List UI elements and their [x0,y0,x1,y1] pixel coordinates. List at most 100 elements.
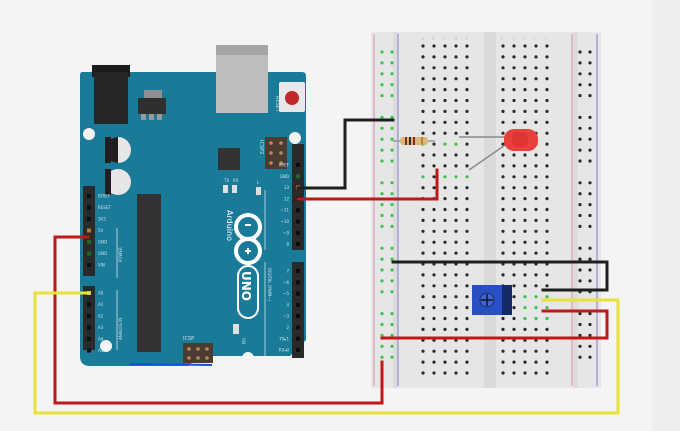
mounting-hole [83,128,95,140]
header-pin[interactable] [296,230,300,235]
header-pin[interactable] [296,174,300,179]
breadboard-hole [454,55,458,59]
breadboard-hole [443,142,447,146]
breadboard-hole [421,88,425,92]
wire-gnd-to-rail[interactable] [296,118,395,190]
wire-5v-to-rail[interactable] [53,235,384,405]
pin-label: ~3 [283,314,289,319]
breadboard-hole [421,164,425,168]
rail-hole [578,279,582,283]
rail-hole [380,61,384,65]
breadboard-hole [512,66,516,70]
pin-label: GND [98,240,107,245]
header-pin[interactable] [296,208,300,213]
breadboard-hole [512,295,516,299]
header-pin[interactable] [87,325,91,330]
pin-label: GND [98,251,107,256]
breadboard-hole [421,66,425,70]
breadboard-hole [465,306,469,310]
rail-hole [578,213,582,218]
rail-hole [380,72,384,76]
rail-hole [588,344,592,348]
arduino-brand-label: Arduino [225,210,234,241]
breadboard-hole [501,44,505,48]
rail-hole [390,126,394,130]
breadboard-hole [523,55,527,59]
header-pin[interactable] [87,217,91,221]
potentiometer[interactable] [472,285,512,315]
resistor[interactable] [393,137,435,145]
header-pin[interactable] [296,325,300,330]
header-pin[interactable] [296,280,300,285]
wire-gnd-rail-to-pot[interactable] [391,260,609,292]
rail-hole [588,137,592,141]
header-pin[interactable] [296,291,300,296]
breadboard-hole [465,197,469,201]
pin-label: 12 [284,196,290,201]
header-pin[interactable] [87,228,91,233]
breadboard-hole [454,109,458,113]
rail-hole [588,192,592,196]
breadboard-hole [443,77,447,81]
voltage-regulator [138,98,166,114]
breadboard-hole [421,327,425,331]
header-pin[interactable] [87,240,91,244]
breadboard-hole [465,316,469,321]
header-pin[interactable] [87,337,91,341]
wire-a0-to-pot[interactable] [33,291,620,415]
breadboard-hole [421,306,425,310]
breadboard-hole [421,207,425,212]
breadboard-hole [432,164,436,168]
breadboard-hole [523,306,527,310]
header-pin[interactable] [87,263,91,267]
breadboard-hole [501,186,505,190]
rail-hole [390,115,394,119]
breadboard-hole [545,175,549,179]
breadboard-hole [421,349,425,353]
breadboard-hole [465,251,469,255]
header-pin[interactable] [296,314,300,319]
header-pin[interactable] [296,269,300,273]
header-pin[interactable] [296,163,300,167]
breadboard-hole [534,66,538,70]
header-pin[interactable] [87,348,91,353]
header-pin[interactable] [87,205,91,210]
header-pin[interactable] [296,302,300,307]
column-letter: i [534,36,535,42]
rail-hole [578,148,582,152]
breadboard-hole [501,55,505,59]
header-pin[interactable] [87,302,91,307]
rail-hole [380,344,384,348]
breadboard-center-channel [484,32,496,388]
wire-pin13-to-led[interactable] [296,168,439,201]
header-pin[interactable] [296,242,300,247]
breadboard-hole [534,295,538,299]
header-pin[interactable] [296,336,300,341]
rail-hole [588,246,592,250]
rail-hole [380,290,384,294]
breadboard-hole [501,120,505,124]
breadboard-hole [523,295,527,299]
breadboard-hole [454,371,458,375]
reset-button-cap[interactable] [285,91,299,105]
wire-power-rail-to-pot[interactable] [380,309,609,340]
breadboard-hole [545,77,549,81]
header-pin[interactable] [87,251,91,256]
header-pin[interactable] [296,348,300,353]
red-led[interactable] [504,129,538,151]
header-pin[interactable] [87,314,91,318]
breadboard-hole [523,98,527,103]
rail-hole [390,279,394,283]
rail-hole [390,94,394,98]
breadboard-hole [443,186,447,190]
pin-label: ~10 [281,219,290,224]
breadboard-hole [512,316,516,321]
header-pin[interactable] [87,194,91,198]
pin-label: A5 [98,348,104,353]
breadboard-hole [545,229,549,233]
header-pin[interactable] [296,219,300,224]
breadboard-hole [501,371,505,375]
breadboard-hole [432,55,436,59]
analog-label: ANALOG IN [118,318,123,340]
breadboard-hole [465,218,469,222]
